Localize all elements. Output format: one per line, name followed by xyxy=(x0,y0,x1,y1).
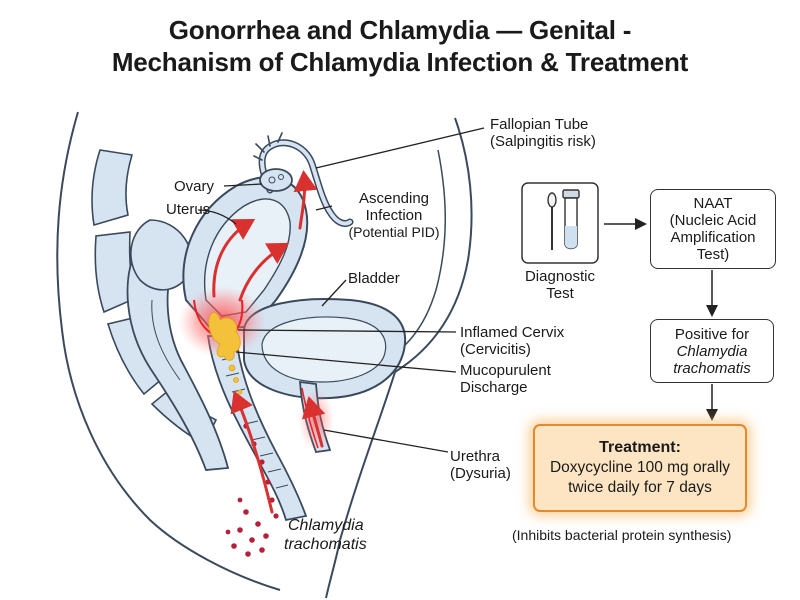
leader-discharge xyxy=(235,351,457,373)
naat-box: NAAT (Nucleic Acid Amplification Test) xyxy=(650,189,776,269)
positive-line-2: Chlamydia xyxy=(676,342,748,360)
title-line-2: Mechanism of Chlamydia Infection & Treat… xyxy=(111,47,689,77)
diagnostic-test-icon xyxy=(521,182,599,264)
positive-line-1: Positive for xyxy=(674,325,750,343)
positive-result-box: Positive for Chlamydia trachomatis xyxy=(650,319,774,383)
leader-fallopian xyxy=(315,127,485,169)
arrow-ascending-uterus-right xyxy=(238,242,290,302)
label-ascending-note: (Potential PID) xyxy=(348,224,440,240)
label-discharge-line-2: Discharge xyxy=(460,379,528,396)
treatment-heading: Treatment: xyxy=(599,439,681,456)
diagram-title: Gonorrhea and Chlamydia — Genital - Mech… xyxy=(0,14,800,78)
label-pathogen: Chlamydia trachomatis xyxy=(284,516,367,554)
mechanism-note: (Inhibits bacterial protein synthesis) xyxy=(512,527,732,543)
label-ovary: Ovary xyxy=(174,178,215,195)
label-diagnostic-line-1: Diagnostic xyxy=(524,268,596,285)
label-fallopian-tube: Fallopian Tube (Salpingitis risk) xyxy=(490,116,596,150)
label-pathogen-line-2: trachomatis xyxy=(284,536,367,553)
label-bladder: Bladder xyxy=(348,270,400,287)
leader-bladder xyxy=(321,279,347,307)
leader-cervix xyxy=(237,329,457,333)
bowel xyxy=(130,219,193,291)
label-ascending-line-2: Infection xyxy=(365,207,423,224)
label-fallopian-tube-note: (Salpingitis risk) xyxy=(490,133,596,150)
label-urethra: Urethra (Dysuria) xyxy=(450,448,511,482)
naat-line-2: (Nucleic Acid xyxy=(669,212,757,229)
label-uterus: Uterus xyxy=(166,201,211,218)
label-cervix-text: Inflamed Cervix xyxy=(460,324,565,341)
leader-ovary xyxy=(223,183,263,187)
arrow-urethra xyxy=(301,396,326,448)
label-urethra-note: (Dysuria) xyxy=(450,465,511,482)
leader-ascending xyxy=(315,205,333,211)
rectum xyxy=(126,244,230,471)
arrow-ascending-vagina xyxy=(230,390,274,514)
title-line-1: Gonorrhea and Chlamydia — Genital - xyxy=(168,15,632,45)
leader-uterus xyxy=(197,209,237,225)
naat-line-4: Test) xyxy=(696,246,730,263)
arrow-ascending-tube xyxy=(293,170,318,230)
label-urethra-text: Urethra xyxy=(450,448,501,465)
label-fallopian-tube-text: Fallopian Tube xyxy=(490,116,589,133)
positive-line-3: trachomatis xyxy=(673,359,751,377)
leader-urethra xyxy=(323,429,449,453)
label-diagnostic-line-2: Test xyxy=(546,285,574,302)
body-contour-back xyxy=(56,111,281,591)
label-ascending-line-1: Ascending xyxy=(358,190,430,207)
label-pathogen-line-1: Chlamydia xyxy=(288,517,364,534)
abdominal-wall xyxy=(394,117,473,373)
treatment-box: Treatment: Doxycycline 100 mg orally twi… xyxy=(533,424,747,512)
label-cervix-note: (Cervicitis) xyxy=(460,341,531,358)
ovary xyxy=(259,168,293,192)
label-discharge-line-1: Mucopurulent xyxy=(460,362,551,379)
treatment-line-2: twice daily for 7 days xyxy=(568,479,712,496)
naat-line-1: NAAT xyxy=(693,195,733,212)
label-inflamed-cervix: Inflamed Cervix (Cervicitis) xyxy=(460,324,564,358)
treatment-line-1: Doxycycline 100 mg orally xyxy=(549,459,731,476)
naat-line-3: Amplification xyxy=(670,229,756,246)
arrow-ascending-uterus-left xyxy=(212,218,256,298)
label-ascending-infection: Ascending Infection (Potential PID) xyxy=(334,190,454,241)
label-diagnostic-test: Diagnostic Test xyxy=(510,268,610,302)
label-discharge: Mucopurulent Discharge xyxy=(460,362,551,396)
